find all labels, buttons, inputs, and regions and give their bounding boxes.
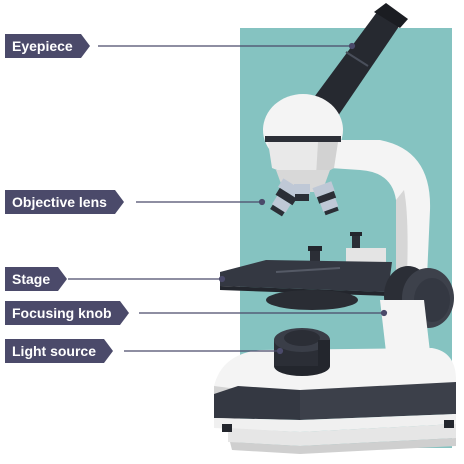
microscope-head	[263, 94, 343, 176]
label-stage: Stage	[5, 267, 68, 291]
eyepiece-tube	[312, 3, 408, 116]
stage-platform	[220, 260, 392, 310]
leader-lines	[68, 42, 388, 355]
label-light-source-text: Light source	[12, 343, 97, 359]
pillar	[380, 300, 430, 352]
label-focusing-knob-text: Focusing knob	[12, 305, 112, 321]
label-stage-text: Stage	[12, 271, 51, 287]
label-eyepiece: Eyepiece	[5, 34, 90, 58]
objective-turret	[270, 170, 339, 217]
label-objective-lens-text: Objective lens	[12, 194, 107, 210]
light-source-lamp	[274, 328, 330, 376]
label-eyepiece-text: Eyepiece	[12, 38, 73, 54]
microscope-base	[214, 348, 456, 454]
label-objective-lens: Objective lens	[5, 190, 124, 214]
label-focusing-knob: Focusing knob	[5, 301, 129, 325]
label-light-source: Light source	[5, 339, 114, 363]
